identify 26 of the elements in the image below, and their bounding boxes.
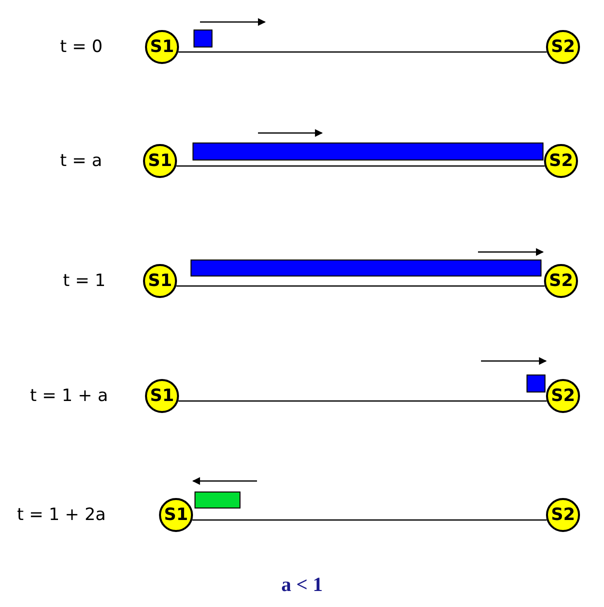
time-label: t = 0 (60, 37, 103, 57)
link-line (192, 519, 547, 521)
link-line (176, 285, 545, 287)
time-label: t = a (60, 151, 102, 171)
caption: a < 1 (280, 574, 324, 597)
station-circle: S1 (145, 30, 179, 64)
station-circle: S2 (544, 144, 578, 178)
station-circle: S1 (143, 144, 177, 178)
station-circle: S2 (546, 379, 580, 413)
link-line (176, 165, 545, 167)
station-circle: S1 (143, 264, 177, 298)
station-circle: S2 (546, 30, 580, 64)
packet-bar (194, 30, 212, 48)
packet-bar (192, 142, 544, 160)
packet-bar (190, 260, 542, 276)
station-circle: S2 (544, 264, 578, 298)
station-circle: S1 (159, 498, 193, 532)
station-circle: S1 (145, 379, 179, 413)
time-label: t = 1 (63, 271, 106, 291)
packet-bar (526, 374, 546, 392)
time-label: t = 1 + 2a (17, 505, 106, 525)
link-line (178, 400, 547, 402)
station-circle: S2 (546, 498, 580, 532)
packet-bar (194, 492, 240, 508)
link-line (178, 51, 547, 53)
time-label: t = 1 + a (30, 386, 108, 406)
